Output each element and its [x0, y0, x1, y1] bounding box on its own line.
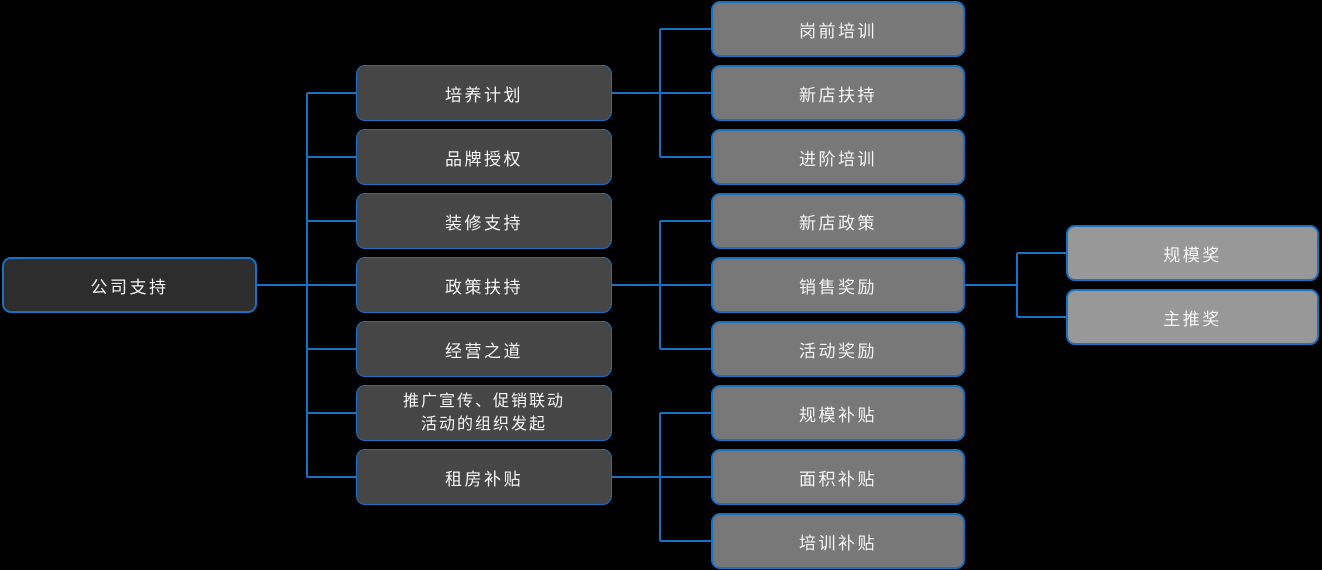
node-decoration-support[interactable]: 装修支持: [356, 193, 612, 249]
connector-sales-incentive-branches: [965, 252, 1066, 318]
node-new-store-support[interactable]: 新店扶持: [711, 65, 965, 121]
node-rent-subsidy[interactable]: 租房补贴: [356, 449, 612, 505]
node-promotion-organization[interactable]: 推广宣传、促销联动 活动的组织发起: [356, 385, 612, 441]
node-scale-award[interactable]: 规模奖: [1066, 225, 1319, 281]
node-pre-job-training[interactable]: 岗前培训: [711, 1, 965, 57]
node-training-subsidy[interactable]: 培训补贴: [711, 513, 965, 569]
node-sales-incentive[interactable]: 销售奖励: [711, 257, 965, 313]
node-training-plan[interactable]: 培养计划: [356, 65, 612, 121]
node-promotion-organization-line1: 推广宣传、促销联动: [402, 393, 565, 410]
connector-root-branches: [257, 92, 356, 478]
node-scale-subsidy[interactable]: 规模补贴: [711, 385, 965, 441]
node-advanced-training[interactable]: 进阶培训: [711, 129, 965, 185]
connector-rent-subsidy-branches: [612, 412, 711, 542]
connector-training-plan-branches: [612, 28, 711, 158]
connector-policy-support-branches: [612, 220, 711, 350]
node-main-promotion-award[interactable]: 主推奖: [1066, 289, 1319, 345]
node-area-subsidy[interactable]: 面积补贴: [711, 449, 965, 505]
node-company-support[interactable]: 公司支持: [2, 257, 257, 313]
node-policy-support[interactable]: 政策扶持: [356, 257, 612, 313]
node-activity-reward[interactable]: 活动奖励: [711, 321, 965, 377]
node-business-way[interactable]: 经营之道: [356, 321, 612, 377]
node-new-store-policy[interactable]: 新店政策: [711, 193, 965, 249]
node-brand-authorization[interactable]: 品牌授权: [356, 129, 612, 185]
node-promotion-organization-line2: 活动的组织发起: [420, 416, 547, 433]
